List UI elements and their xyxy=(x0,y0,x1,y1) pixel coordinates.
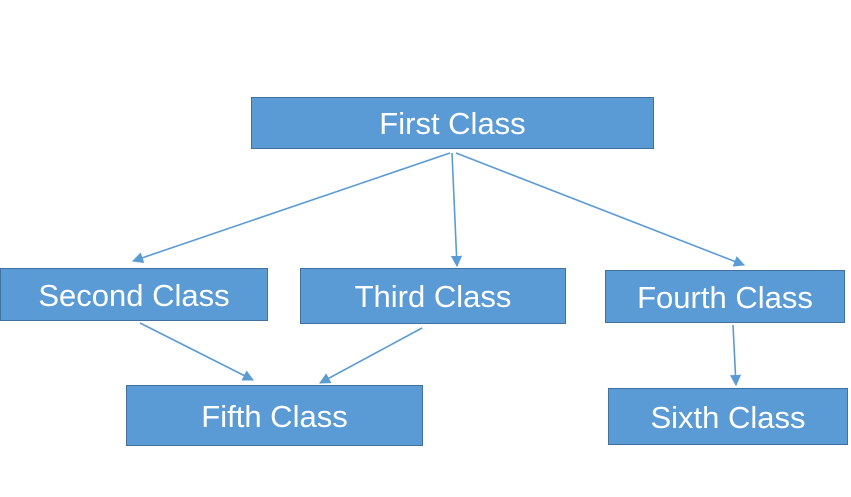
edge-first-to-third xyxy=(450,152,463,268)
edge-first-to-second xyxy=(131,152,451,264)
node-fourth-class-label: Fourth Class xyxy=(637,279,813,315)
node-sixth-class: Sixth Class xyxy=(608,388,848,445)
node-sixth-class-label: Sixth Class xyxy=(650,399,806,435)
node-second-class-label: Second Class xyxy=(38,277,230,313)
node-first-class-label: First Class xyxy=(379,106,526,141)
edge-first-to-fourth xyxy=(455,152,746,267)
node-first-class: First Class xyxy=(251,97,654,149)
node-third-class-label: Third Class xyxy=(354,279,512,314)
node-fourth-class: Fourth Class xyxy=(605,270,845,323)
node-second-class: Second Class xyxy=(0,268,268,321)
node-fifth-class: Fifth Class xyxy=(126,385,423,446)
edge-fourth-to-sixth xyxy=(729,324,742,387)
node-fifth-class-label: Fifth Class xyxy=(201,398,348,434)
node-third-class: Third Class xyxy=(300,268,566,324)
edge-second-to-fifth xyxy=(139,322,254,381)
edge-third-to-fifth xyxy=(319,327,423,384)
